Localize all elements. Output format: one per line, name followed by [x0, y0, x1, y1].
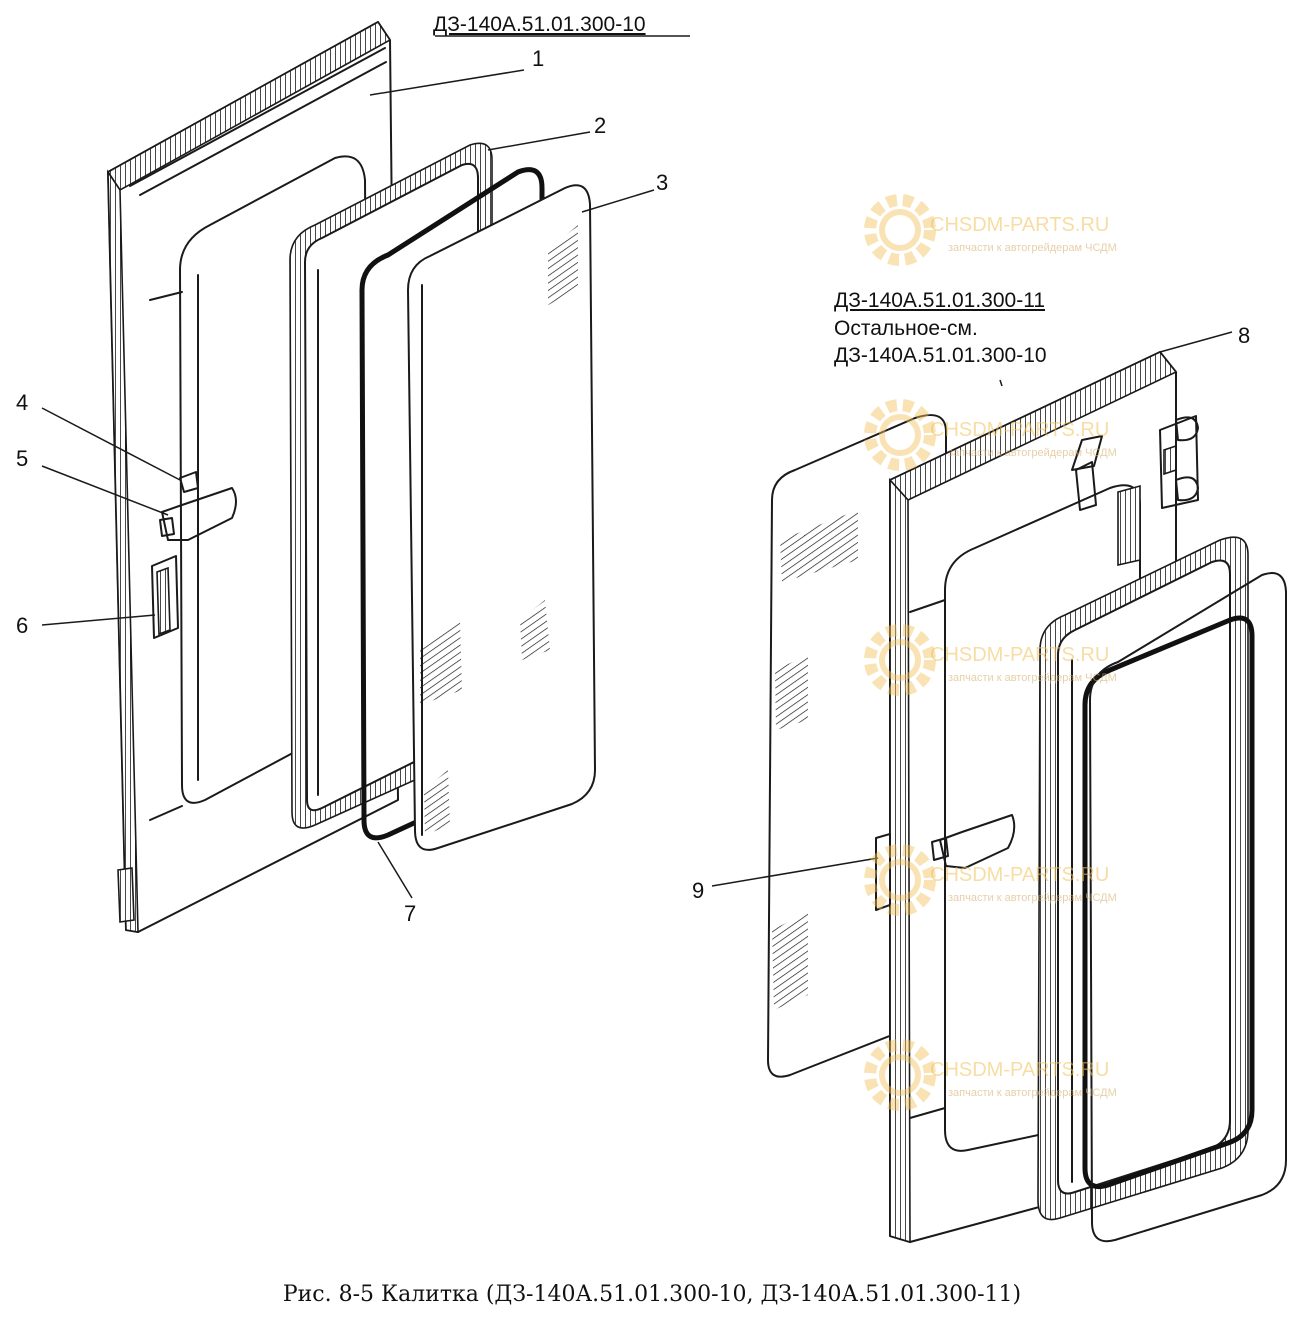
right-note-line1: Остальное-см.	[834, 317, 978, 340]
watermark-tagline: запчасти к автогрейдерам ЧСДМ	[948, 672, 1117, 684]
figure-caption: Рис. 8-5 Калитка (ДЗ-140А.51.01.300-10, …	[282, 1282, 1022, 1307]
watermark-brand: CHSDM-PARTS.RU	[930, 644, 1110, 666]
door-handle-left	[159, 487, 237, 541]
gear-logo-icon	[864, 624, 936, 696]
callout-4: 4	[16, 390, 29, 415]
right-designation: ДЗ-140А.51.01.300-11	[834, 289, 1045, 312]
latch-hook	[179, 471, 199, 493]
watermark-brand: CHSDM-PARTS.RU	[930, 1059, 1110, 1081]
outer-seal-right	[1089, 572, 1287, 1243]
watermark-tagline: запчасти к автогрейдерам ЧСДМ	[948, 242, 1117, 254]
callout-9: 9	[692, 878, 705, 903]
gear-logo-icon	[864, 844, 936, 916]
lock-right	[875, 833, 891, 911]
gear-logo-icon	[864, 194, 936, 266]
door-handle-right	[931, 814, 1016, 869]
watermark-tagline: запчасти к автогрейдерам ЧСДМ	[948, 447, 1117, 459]
callout-3: 3	[656, 170, 669, 195]
watermark-brand: CHSDM-PARTS.RU	[930, 214, 1110, 236]
watermark-brand: CHSDM-PARTS.RU	[930, 419, 1110, 441]
latch-right	[1071, 435, 1103, 511]
right-door-assembly	[711, 331, 1287, 1244]
gear-logo-icon	[864, 399, 936, 471]
callout-5: 5	[16, 446, 29, 471]
callout-1: 1	[532, 46, 545, 71]
watermark-tagline: запчасти к автогрейдерам ЧСДМ	[948, 892, 1117, 904]
watermark-brand: CHSDM-PARTS.RU	[930, 864, 1110, 886]
rubber-seal-right	[1082, 615, 1255, 1190]
left-door-assembly	[41, 20, 690, 933]
hinge-upper	[1159, 415, 1199, 509]
callout-2: 2	[594, 113, 607, 138]
glass-pane-left	[407, 184, 596, 851]
callout-6: 6	[16, 613, 29, 638]
gear-logo-icon	[864, 1039, 936, 1111]
callout-8: 8	[1238, 323, 1251, 348]
callout-7: 7	[404, 901, 417, 926]
watermark-tagline: запчасти к автогрейдерам ЧСДМ	[948, 1087, 1117, 1099]
right-note-line2: ДЗ-140А.51.01.300-10	[834, 344, 1047, 367]
left-designation: ДЗ-140А.51.01.300-10	[433, 13, 646, 36]
lock-left	[151, 555, 179, 639]
